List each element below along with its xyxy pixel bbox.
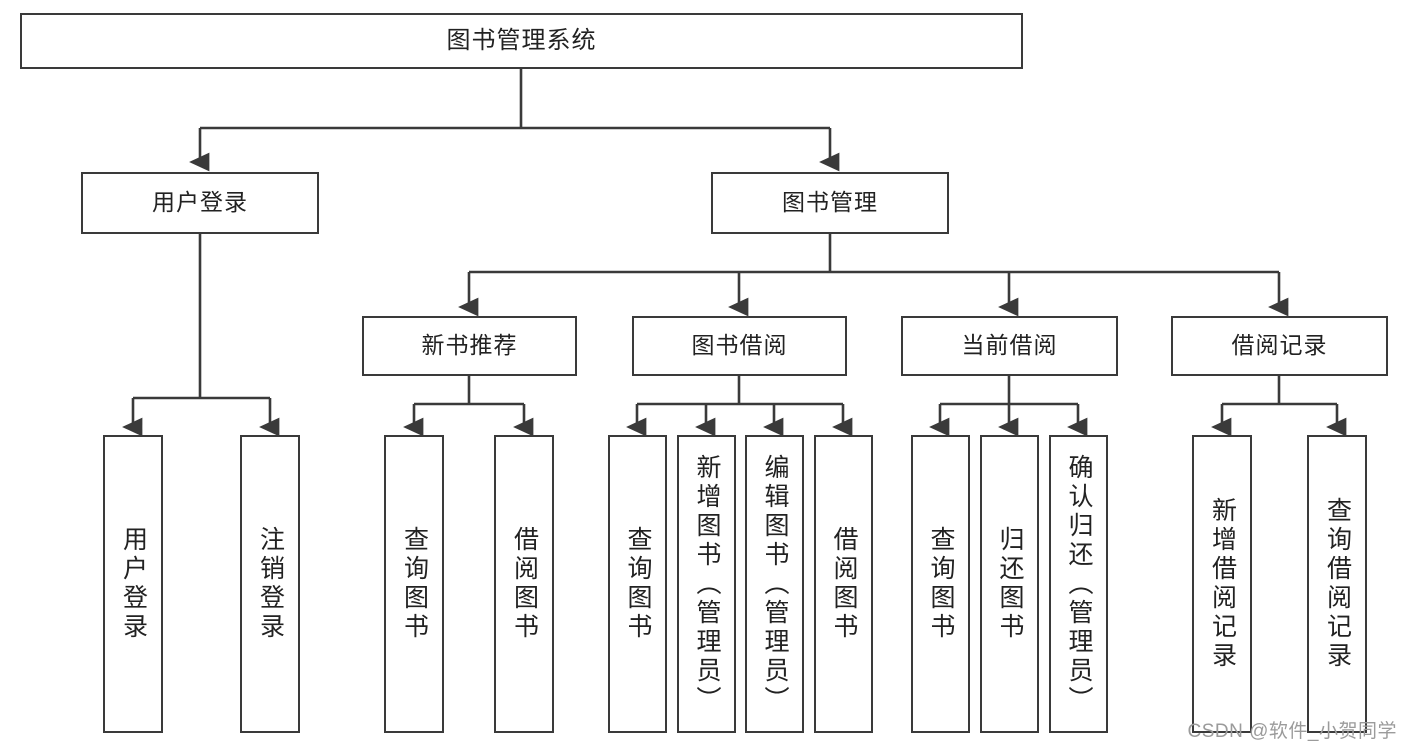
node-label: 新增借阅记录 bbox=[1208, 497, 1237, 671]
leaf-confirm-return-admin[interactable]: 确认归还（管理员） bbox=[1049, 435, 1108, 733]
node-label: 借阅图书 bbox=[510, 526, 539, 642]
node-current-borrow[interactable]: 当前借阅 bbox=[901, 316, 1118, 376]
leaf-borrow-book-borrow[interactable]: 借阅图书 bbox=[814, 435, 873, 733]
node-label: 查询图书 bbox=[927, 526, 955, 642]
leaf-query-borrow-record[interactable]: 查询借阅记录 bbox=[1307, 435, 1367, 733]
leaf-add-book-admin[interactable]: 新增图书（管理员） bbox=[677, 435, 736, 733]
node-label: 图书管理系统 bbox=[446, 26, 597, 54]
node-label: 确认归还（管理员） bbox=[1065, 453, 1093, 715]
node-label: 查询图书 bbox=[624, 526, 652, 642]
leaf-query-book-borrow[interactable]: 查询图书 bbox=[608, 435, 667, 733]
leaf-logout[interactable]: 注销登录 bbox=[240, 435, 300, 733]
csdn-watermark: CSDN @软件_小贺同学 bbox=[1187, 721, 1397, 742]
node-label: 编辑图书（管理员） bbox=[761, 453, 789, 715]
node-label: 用户登录 bbox=[119, 526, 148, 642]
leaf-query-book-current[interactable]: 查询图书 bbox=[911, 435, 970, 733]
node-label: 用户登录 bbox=[152, 189, 248, 216]
leaf-query-book-recommend[interactable]: 查询图书 bbox=[384, 435, 444, 733]
leaf-borrow-book-recommend[interactable]: 借阅图书 bbox=[494, 435, 554, 733]
node-label: 图书借阅 bbox=[691, 332, 788, 359]
node-label: 注销登录 bbox=[256, 526, 285, 642]
node-label: 图书管理 bbox=[782, 189, 878, 216]
node-root-system[interactable]: 图书管理系统 bbox=[20, 13, 1023, 69]
node-label: 借阅记录 bbox=[1231, 332, 1328, 359]
node-new-book-recommend[interactable]: 新书推荐 bbox=[362, 316, 577, 376]
node-label: 查询图书 bbox=[400, 526, 429, 642]
node-borrow-record[interactable]: 借阅记录 bbox=[1171, 316, 1388, 376]
leaf-edit-book-admin[interactable]: 编辑图书（管理员） bbox=[745, 435, 804, 733]
node-user-login[interactable]: 用户登录 bbox=[81, 172, 319, 234]
node-label: 新书推荐 bbox=[421, 332, 518, 359]
leaf-add-borrow-record[interactable]: 新增借阅记录 bbox=[1192, 435, 1252, 733]
leaf-return-book[interactable]: 归还图书 bbox=[980, 435, 1039, 733]
node-label: 归还图书 bbox=[996, 526, 1024, 642]
node-label: 借阅图书 bbox=[830, 526, 858, 642]
node-book-management[interactable]: 图书管理 bbox=[711, 172, 949, 234]
node-label: 查询借阅记录 bbox=[1323, 497, 1352, 671]
node-book-borrow[interactable]: 图书借阅 bbox=[632, 316, 847, 376]
node-label: 新增图书（管理员） bbox=[693, 453, 721, 715]
node-label: 当前借阅 bbox=[961, 332, 1058, 359]
leaf-user-login[interactable]: 用户登录 bbox=[103, 435, 163, 733]
